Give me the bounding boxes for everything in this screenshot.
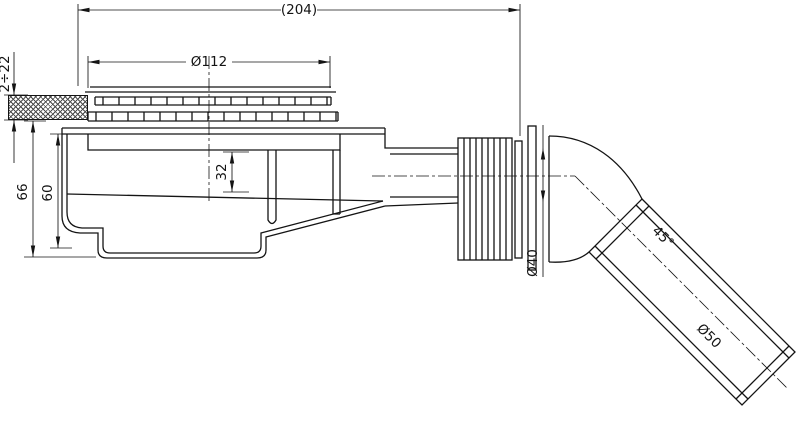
shower-tray-section bbox=[8, 95, 88, 120]
dim-label-overall-length: (204) bbox=[281, 2, 317, 18]
dim-label-water-seal: 32 bbox=[214, 163, 230, 180]
dimension-water-seal: 32 bbox=[214, 151, 249, 193]
socket-pipe bbox=[588, 198, 796, 406]
dim-label-grate-diameter: Ø112 bbox=[191, 54, 227, 70]
dim-label-mounting-range: 2÷22 bbox=[0, 55, 13, 92]
trap-body bbox=[61, 127, 459, 259]
dim-label-body-height: 60 bbox=[40, 184, 56, 201]
flange-stack bbox=[514, 125, 550, 271]
elbow-45 bbox=[548, 135, 643, 263]
dimension-grate-diameter: Ø112 bbox=[87, 54, 331, 88]
centerlines bbox=[208, 56, 789, 390]
dimension-overall-length: (204) bbox=[77, 2, 521, 136]
dimension-pipe-diameter: Ø50 bbox=[693, 321, 724, 352]
dimension-total-height: 66 bbox=[15, 120, 96, 258]
dim-label-pipe-diameter: Ø50 bbox=[693, 321, 724, 352]
dim-label-outlet-angle: 45° bbox=[649, 223, 677, 251]
dim-label-total-height: 66 bbox=[15, 183, 31, 200]
dimension-outlet-angle: 45° bbox=[649, 223, 677, 251]
drain-grate bbox=[85, 86, 339, 122]
coupling-nut bbox=[457, 137, 513, 261]
